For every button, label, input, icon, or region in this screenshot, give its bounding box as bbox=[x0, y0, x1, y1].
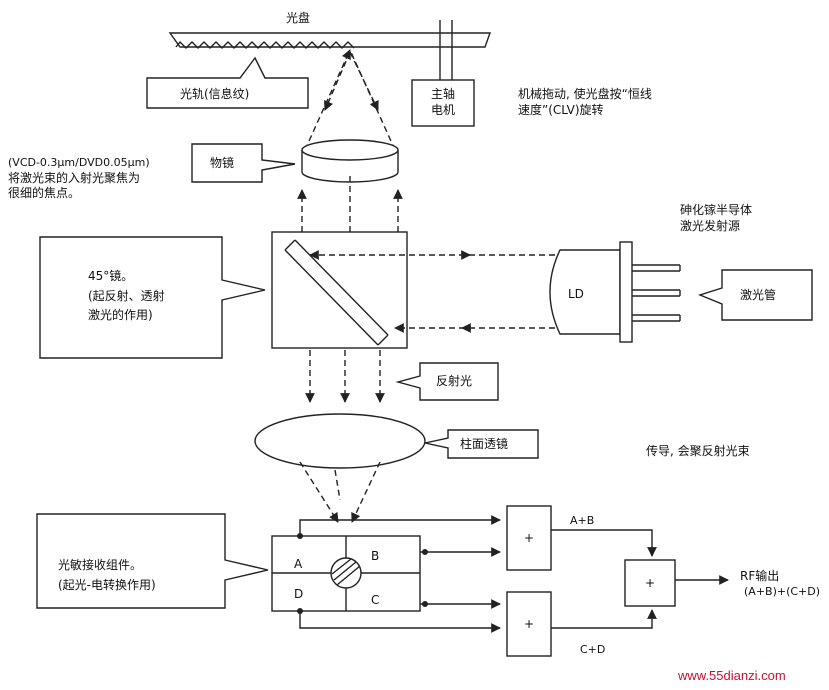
adder-ab-sign: + bbox=[523, 531, 535, 545]
detector-note-1: 光敏接收组件。 bbox=[58, 558, 143, 572]
adder-rf-sign: + bbox=[644, 576, 656, 590]
objective-label: 物镜 bbox=[210, 156, 235, 170]
focus-note-1: (VCD-0.3μm/DVD0.05μm) bbox=[8, 156, 150, 169]
ld-label: LD bbox=[568, 287, 584, 301]
mirror-block bbox=[271, 231, 408, 349]
mirror-note-2: (起反射、透射 bbox=[88, 289, 165, 303]
laser-tube-callout bbox=[697, 269, 813, 321]
cyl-lens-label: 柱面透镜 bbox=[460, 437, 509, 451]
disc-label: 光盘 bbox=[286, 11, 311, 25]
cylindrical-lens bbox=[254, 413, 426, 469]
conduct-note: 传导, 会聚反射光束 bbox=[646, 444, 750, 458]
beams-block-lens bbox=[305, 350, 385, 403]
detector-note-2: (起光-电转换作用) bbox=[58, 578, 156, 592]
source-note-1: 砷化镓半导体 bbox=[680, 203, 753, 217]
mirror-callout bbox=[39, 236, 266, 359]
adder-rf bbox=[624, 559, 676, 607]
laser-tube-label: 激光管 bbox=[740, 288, 777, 302]
detector-callout bbox=[36, 513, 269, 609]
mech-note-1: 机械拖动, 使光盘按“恒线 bbox=[518, 87, 652, 101]
cyl-lens-callout bbox=[424, 429, 539, 459]
rf-out-label-1: RF输出 bbox=[740, 569, 780, 583]
photodetector bbox=[271, 535, 421, 612]
sum-cd-label: C+D bbox=[580, 643, 606, 656]
beams-lens-detector bbox=[299, 461, 381, 523]
mirror-note-3: 激光的作用) bbox=[88, 308, 153, 322]
reflected-callout bbox=[395, 362, 499, 401]
beams-objective-block bbox=[297, 175, 403, 232]
track-label: 光轨(信息纹) bbox=[180, 87, 250, 101]
spindle-label-1: 主轴 bbox=[430, 87, 455, 101]
focus-note-2: 将激光束的入射光聚焦为 bbox=[8, 171, 141, 185]
adder-cd-sign: + bbox=[523, 617, 535, 631]
beam-to-disc bbox=[304, 49, 396, 151]
detector-wiring bbox=[297, 515, 501, 633]
reflected-label: 反射光 bbox=[436, 374, 473, 388]
track-callout bbox=[146, 56, 309, 109]
focus-note-3: 很细的焦点。 bbox=[8, 186, 81, 200]
objective-lens bbox=[301, 139, 399, 183]
cell-a-label: A bbox=[294, 557, 303, 571]
laser-diode bbox=[549, 241, 681, 343]
adder-links bbox=[551, 529, 729, 629]
cell-c-label: C bbox=[371, 593, 380, 607]
spindle-motor bbox=[411, 20, 475, 127]
mech-note-2: 速度”(CLV)旋转 bbox=[518, 103, 604, 117]
watermark: www.55dianzi.com bbox=[678, 668, 786, 683]
adder-ab bbox=[506, 505, 552, 571]
mirror-note-1: 45°镜。 bbox=[88, 269, 134, 283]
laser-beams-horizontal bbox=[309, 250, 555, 333]
adder-cd bbox=[506, 591, 552, 657]
cell-b-label: B bbox=[371, 549, 380, 563]
objective-callout bbox=[191, 143, 296, 183]
cell-d-label: D bbox=[294, 587, 304, 601]
disc bbox=[168, 32, 491, 49]
spindle-label-2: 电机 bbox=[430, 103, 455, 117]
sum-ab-label: A+B bbox=[570, 514, 595, 527]
source-note-2: 激光发射源 bbox=[680, 219, 741, 233]
rf-out-label-2: (A+B)+(C+D) bbox=[744, 585, 821, 598]
